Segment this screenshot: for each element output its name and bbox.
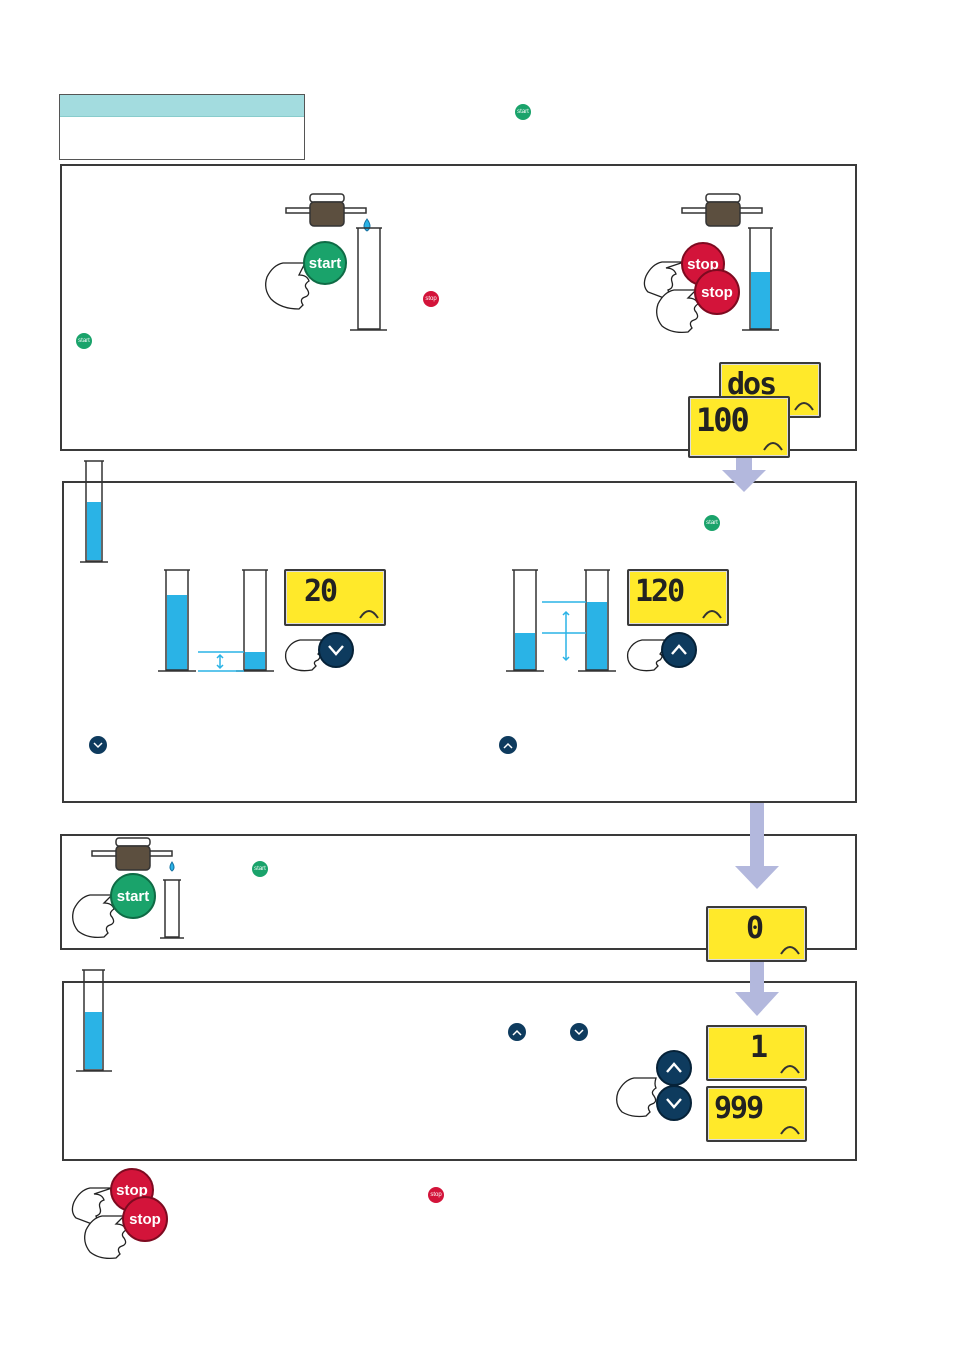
lcd-display-increase: 120 <box>627 569 729 626</box>
start-mini-icon: start <box>704 515 720 531</box>
lcd-display-zero: 0 <box>706 906 807 962</box>
chevron-up-icon <box>512 1029 522 1036</box>
measuring-cylinder-icon <box>506 569 544 672</box>
chevron-up-icon <box>666 1062 682 1073</box>
pointing-hand-icon <box>71 1187 113 1225</box>
drop-icon <box>169 861 175 872</box>
stop-mini-icon: stop <box>423 291 439 307</box>
chevron-down-icon <box>574 1028 584 1035</box>
start-mini-icon: start <box>515 104 531 120</box>
down-mini-icon <box>89 736 107 754</box>
up-mini-icon <box>499 736 517 754</box>
difference-indicator <box>198 651 244 672</box>
rotation-icon <box>780 1065 800 1074</box>
measuring-cylinder-icon <box>742 227 779 331</box>
lcd-value: 20 <box>304 574 338 609</box>
lcd-display-decrease: 20 <box>284 569 386 626</box>
pump-head-icon <box>681 193 763 227</box>
arrow-1 <box>722 455 766 492</box>
chevron-down-icon <box>328 645 344 656</box>
up-mini-icon <box>508 1023 526 1041</box>
rotation-icon <box>763 442 783 451</box>
start-button[interactable]: start <box>303 241 347 285</box>
pump-head-icon <box>285 193 367 227</box>
start-mini-icon: start <box>76 333 92 349</box>
header-box <box>59 94 305 160</box>
pointing-hand-icon <box>84 1215 127 1260</box>
lcd-display-min: 1 <box>706 1025 807 1081</box>
rotation-icon <box>780 1126 800 1135</box>
down-mini-icon <box>570 1023 588 1041</box>
rotation-icon <box>780 946 800 955</box>
lcd-value: dos <box>727 367 777 402</box>
chevron-up-icon <box>503 742 513 749</box>
difference-indicator <box>542 601 586 662</box>
rotation-icon <box>702 610 722 619</box>
measuring-cylinder-icon <box>578 569 616 672</box>
pointing-hand-icon <box>643 261 685 299</box>
chevron-down-icon <box>666 1098 682 1109</box>
lcd-value: 1 <box>750 1030 768 1065</box>
chevron-down-icon <box>93 741 103 748</box>
rotation-icon <box>794 402 814 411</box>
stop-button[interactable]: stop <box>694 269 740 315</box>
stop-mini-icon: stop <box>428 1187 444 1203</box>
lcd-display-max: 999 <box>706 1086 807 1142</box>
pointing-hand-icon <box>265 262 310 310</box>
lcd-value: 120 <box>635 574 685 609</box>
lcd-value: 100 <box>696 401 750 439</box>
step-panel-2 <box>62 481 857 803</box>
lcd-value: 999 <box>714 1091 764 1126</box>
up-button[interactable] <box>656 1050 692 1086</box>
arrow-2 <box>735 803 779 889</box>
stop-button[interactable]: stop <box>122 1196 168 1242</box>
measuring-cylinder-icon <box>160 879 184 939</box>
pointing-hand-icon <box>616 1077 657 1118</box>
up-button[interactable] <box>661 632 697 668</box>
measuring-cylinder-icon <box>80 460 108 563</box>
down-button[interactable] <box>318 632 354 668</box>
measuring-cylinder-icon <box>350 227 387 331</box>
pointing-hand-icon <box>626 639 669 672</box>
header-band <box>60 95 304 117</box>
arrow-3 <box>735 962 779 1016</box>
rotation-icon <box>359 610 379 619</box>
measuring-cylinder-icon <box>158 569 196 672</box>
measuring-cylinder-icon <box>76 969 112 1072</box>
lcd-value: 0 <box>746 911 764 946</box>
lcd-display-initial: 100 <box>688 396 790 458</box>
chevron-up-icon <box>671 644 687 655</box>
start-mini-icon: start <box>252 861 268 877</box>
start-button[interactable]: start <box>110 873 156 919</box>
down-button[interactable] <box>656 1085 692 1121</box>
pump-head-icon <box>91 837 173 871</box>
